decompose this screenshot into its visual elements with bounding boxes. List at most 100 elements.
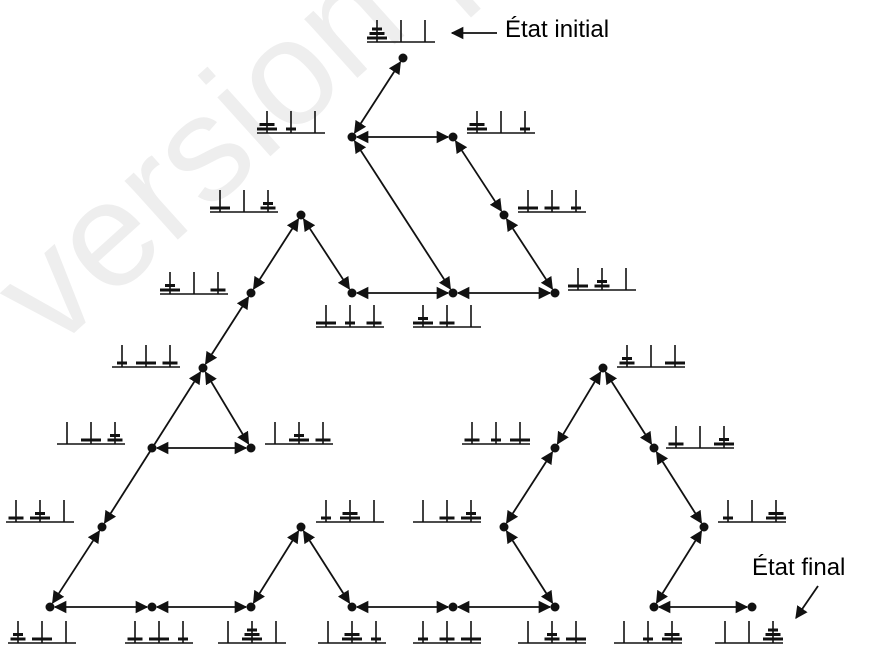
disk-1 — [547, 633, 557, 636]
state-s4 — [568, 268, 636, 291]
node-s8 — [246, 288, 256, 298]
disk-3 — [242, 637, 262, 641]
edge-s7-s8 — [252, 218, 300, 290]
disk-3 — [257, 127, 277, 131]
node-s1 — [347, 132, 357, 142]
disk-2 — [439, 637, 455, 641]
disk-1 — [643, 637, 653, 641]
state-icons — [6, 20, 786, 644]
disk-2 — [8, 516, 24, 520]
disk-3 — [340, 516, 360, 520]
state-s13 — [8, 621, 76, 644]
disk-2 — [344, 633, 360, 636]
state-s20 — [413, 500, 481, 523]
disk-3 — [413, 321, 433, 325]
state-s10 — [265, 422, 333, 445]
edge-s23-s24 — [655, 451, 703, 524]
state-s19 — [518, 621, 586, 644]
edge-s0-s1 — [353, 61, 402, 134]
disk-3 — [289, 438, 309, 442]
disk-2 — [594, 284, 610, 288]
state-s14 — [125, 621, 193, 644]
node-s25 — [649, 602, 659, 612]
state-s1 — [257, 111, 325, 134]
state-s7 — [210, 190, 278, 213]
disk-1 — [371, 637, 381, 641]
disk-3 — [566, 637, 586, 641]
disk-2 — [439, 516, 455, 520]
disk-3 — [662, 637, 682, 641]
disk-3 — [714, 442, 734, 446]
node-s4 — [550, 288, 560, 298]
edge-s15-s16 — [252, 530, 300, 604]
disk-1 — [165, 284, 175, 287]
edge-s21-s22 — [556, 371, 602, 445]
disk-1 — [13, 633, 23, 636]
edge-s6-s7 — [302, 218, 351, 290]
disk-1 — [571, 206, 581, 210]
state-s18 — [413, 621, 481, 644]
node-s14 — [147, 602, 157, 612]
disk-1 — [117, 361, 127, 365]
disk-3 — [763, 637, 783, 641]
node-s18 — [448, 602, 458, 612]
disk-3 — [342, 637, 362, 641]
state-s23 — [666, 426, 734, 449]
disk-1 — [418, 317, 428, 320]
edge-s12-s13 — [51, 530, 101, 604]
edge-s20-s21 — [505, 451, 554, 524]
node-s3 — [499, 210, 509, 220]
disk-3 — [461, 516, 481, 520]
edge-s19-s20 — [505, 530, 554, 604]
disk-2 — [668, 442, 684, 446]
disk-2 — [664, 633, 680, 636]
state-s25 — [614, 621, 682, 644]
state-s8 — [160, 272, 228, 295]
state-s3 — [518, 190, 586, 213]
node-s10 — [246, 443, 256, 453]
state-s12 — [6, 500, 74, 523]
state-s24 — [718, 500, 786, 523]
node-s26 — [747, 602, 757, 612]
disk-1 — [247, 628, 257, 632]
node-s5 — [448, 288, 458, 298]
disk-1 — [110, 434, 120, 437]
graph-nodes — [45, 53, 757, 612]
initial-state-label: État initial — [505, 16, 610, 43]
node-s0 — [398, 53, 408, 63]
disk-2 — [342, 512, 358, 515]
disk-2 — [10, 637, 26, 641]
disk-2 — [162, 361, 178, 365]
disk-2 — [369, 32, 385, 35]
node-s2 — [448, 132, 458, 142]
disk-3 — [461, 637, 481, 641]
node-s11 — [147, 443, 157, 453]
disk-3 — [367, 36, 387, 40]
disk-3 — [568, 284, 588, 288]
node-s9 — [198, 363, 208, 373]
disk-1 — [466, 512, 476, 515]
disk-1 — [372, 27, 382, 31]
disk-1 — [622, 357, 632, 360]
node-s17 — [347, 602, 357, 612]
disk-1 — [723, 516, 733, 520]
node-s6 — [347, 288, 357, 298]
final-pointer-arrow — [795, 585, 819, 620]
disk-1 — [321, 516, 331, 520]
state-s0 — [367, 20, 435, 43]
state-s9 — [112, 345, 180, 368]
disk-3 — [32, 637, 52, 641]
disk-3 — [210, 206, 230, 210]
node-s7 — [296, 210, 306, 220]
disk-1 — [418, 637, 428, 641]
state-s22 — [617, 345, 685, 368]
disk-1 — [35, 512, 45, 515]
state-s11 — [57, 422, 125, 445]
label-pointers — [450, 26, 819, 620]
disk-1 — [178, 637, 188, 641]
edge-s2-s3 — [454, 140, 503, 212]
disk-1 — [520, 127, 530, 131]
final-state-label: État final — [752, 554, 846, 581]
state-s2 — [467, 111, 535, 134]
